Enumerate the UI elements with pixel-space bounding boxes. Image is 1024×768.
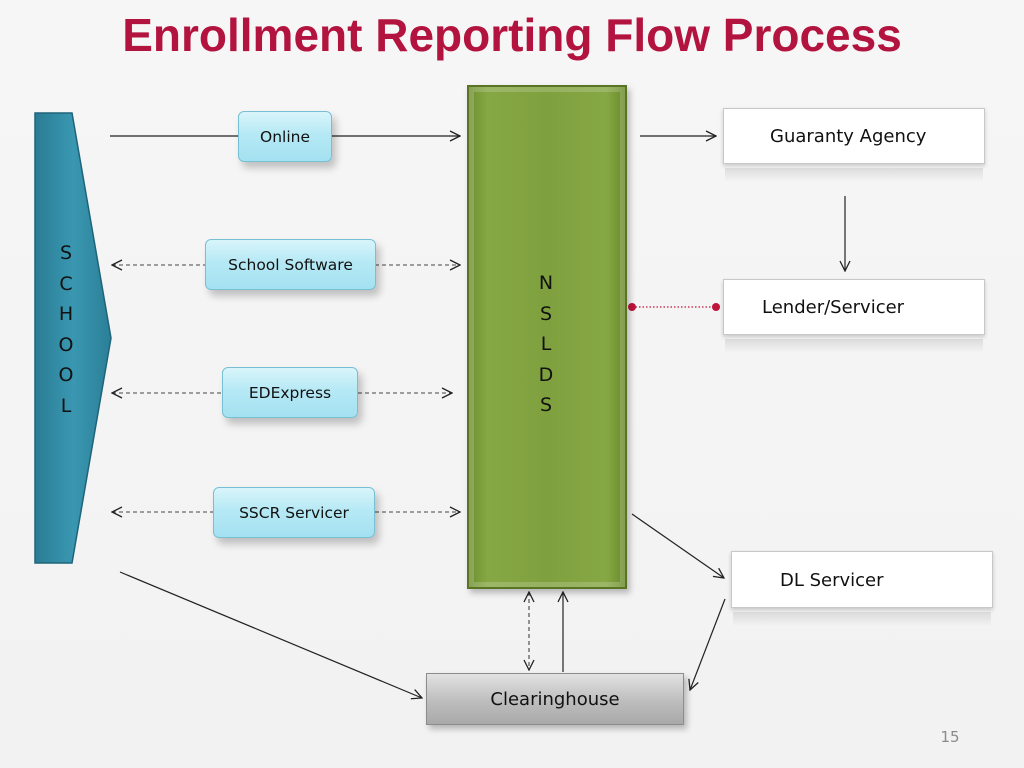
lender-servicer-reflection: [725, 339, 983, 353]
nslds-letter: D: [538, 363, 554, 386]
school-letter: O: [58, 333, 74, 356]
dotted-link-start-dot: [628, 303, 636, 311]
school-letter: O: [58, 364, 74, 386]
school-label: S C H O O L: [48, 238, 84, 421]
lender-servicer-box: Lender/Servicer: [723, 279, 985, 335]
dl-servicer-reflection: [733, 612, 991, 626]
dl-servicer-box: DL Servicer: [731, 551, 993, 608]
nslds-letter: N: [538, 272, 554, 294]
online-box: Online: [238, 111, 332, 162]
school-to-clearinghouse-arrow: [119, 571, 422, 698]
nslds-letter: S: [539, 302, 553, 325]
school-letter: S: [59, 242, 73, 264]
guaranty-agency-box: Guaranty Agency: [723, 108, 985, 164]
school-chevron: [34, 112, 112, 564]
school-software-box: School Software: [205, 239, 376, 290]
sscr-servicer-box: SSCR Servicer: [213, 487, 375, 538]
nslds-letter: L: [540, 333, 552, 355]
nslds-to-dl-arrow: [631, 513, 724, 578]
nslds-label: N S L D S: [527, 268, 565, 421]
nslds-letter: S: [539, 394, 553, 416]
school-letter: L: [60, 394, 72, 417]
nslds-column: [467, 85, 627, 589]
edexpress-box: EDExpress: [222, 367, 358, 418]
page-number: 15: [940, 728, 960, 746]
school-letter: C: [59, 272, 73, 295]
guaranty-agency-reflection: [725, 168, 983, 182]
school-letter: H: [58, 303, 74, 325]
clearinghouse-box: Clearinghouse: [426, 673, 684, 725]
dotted-link-end-dot: [712, 303, 720, 311]
dl-to-clearinghouse-arrow: [690, 598, 726, 690]
slide-title: Enrollment Reporting Flow Process: [122, 9, 902, 61]
